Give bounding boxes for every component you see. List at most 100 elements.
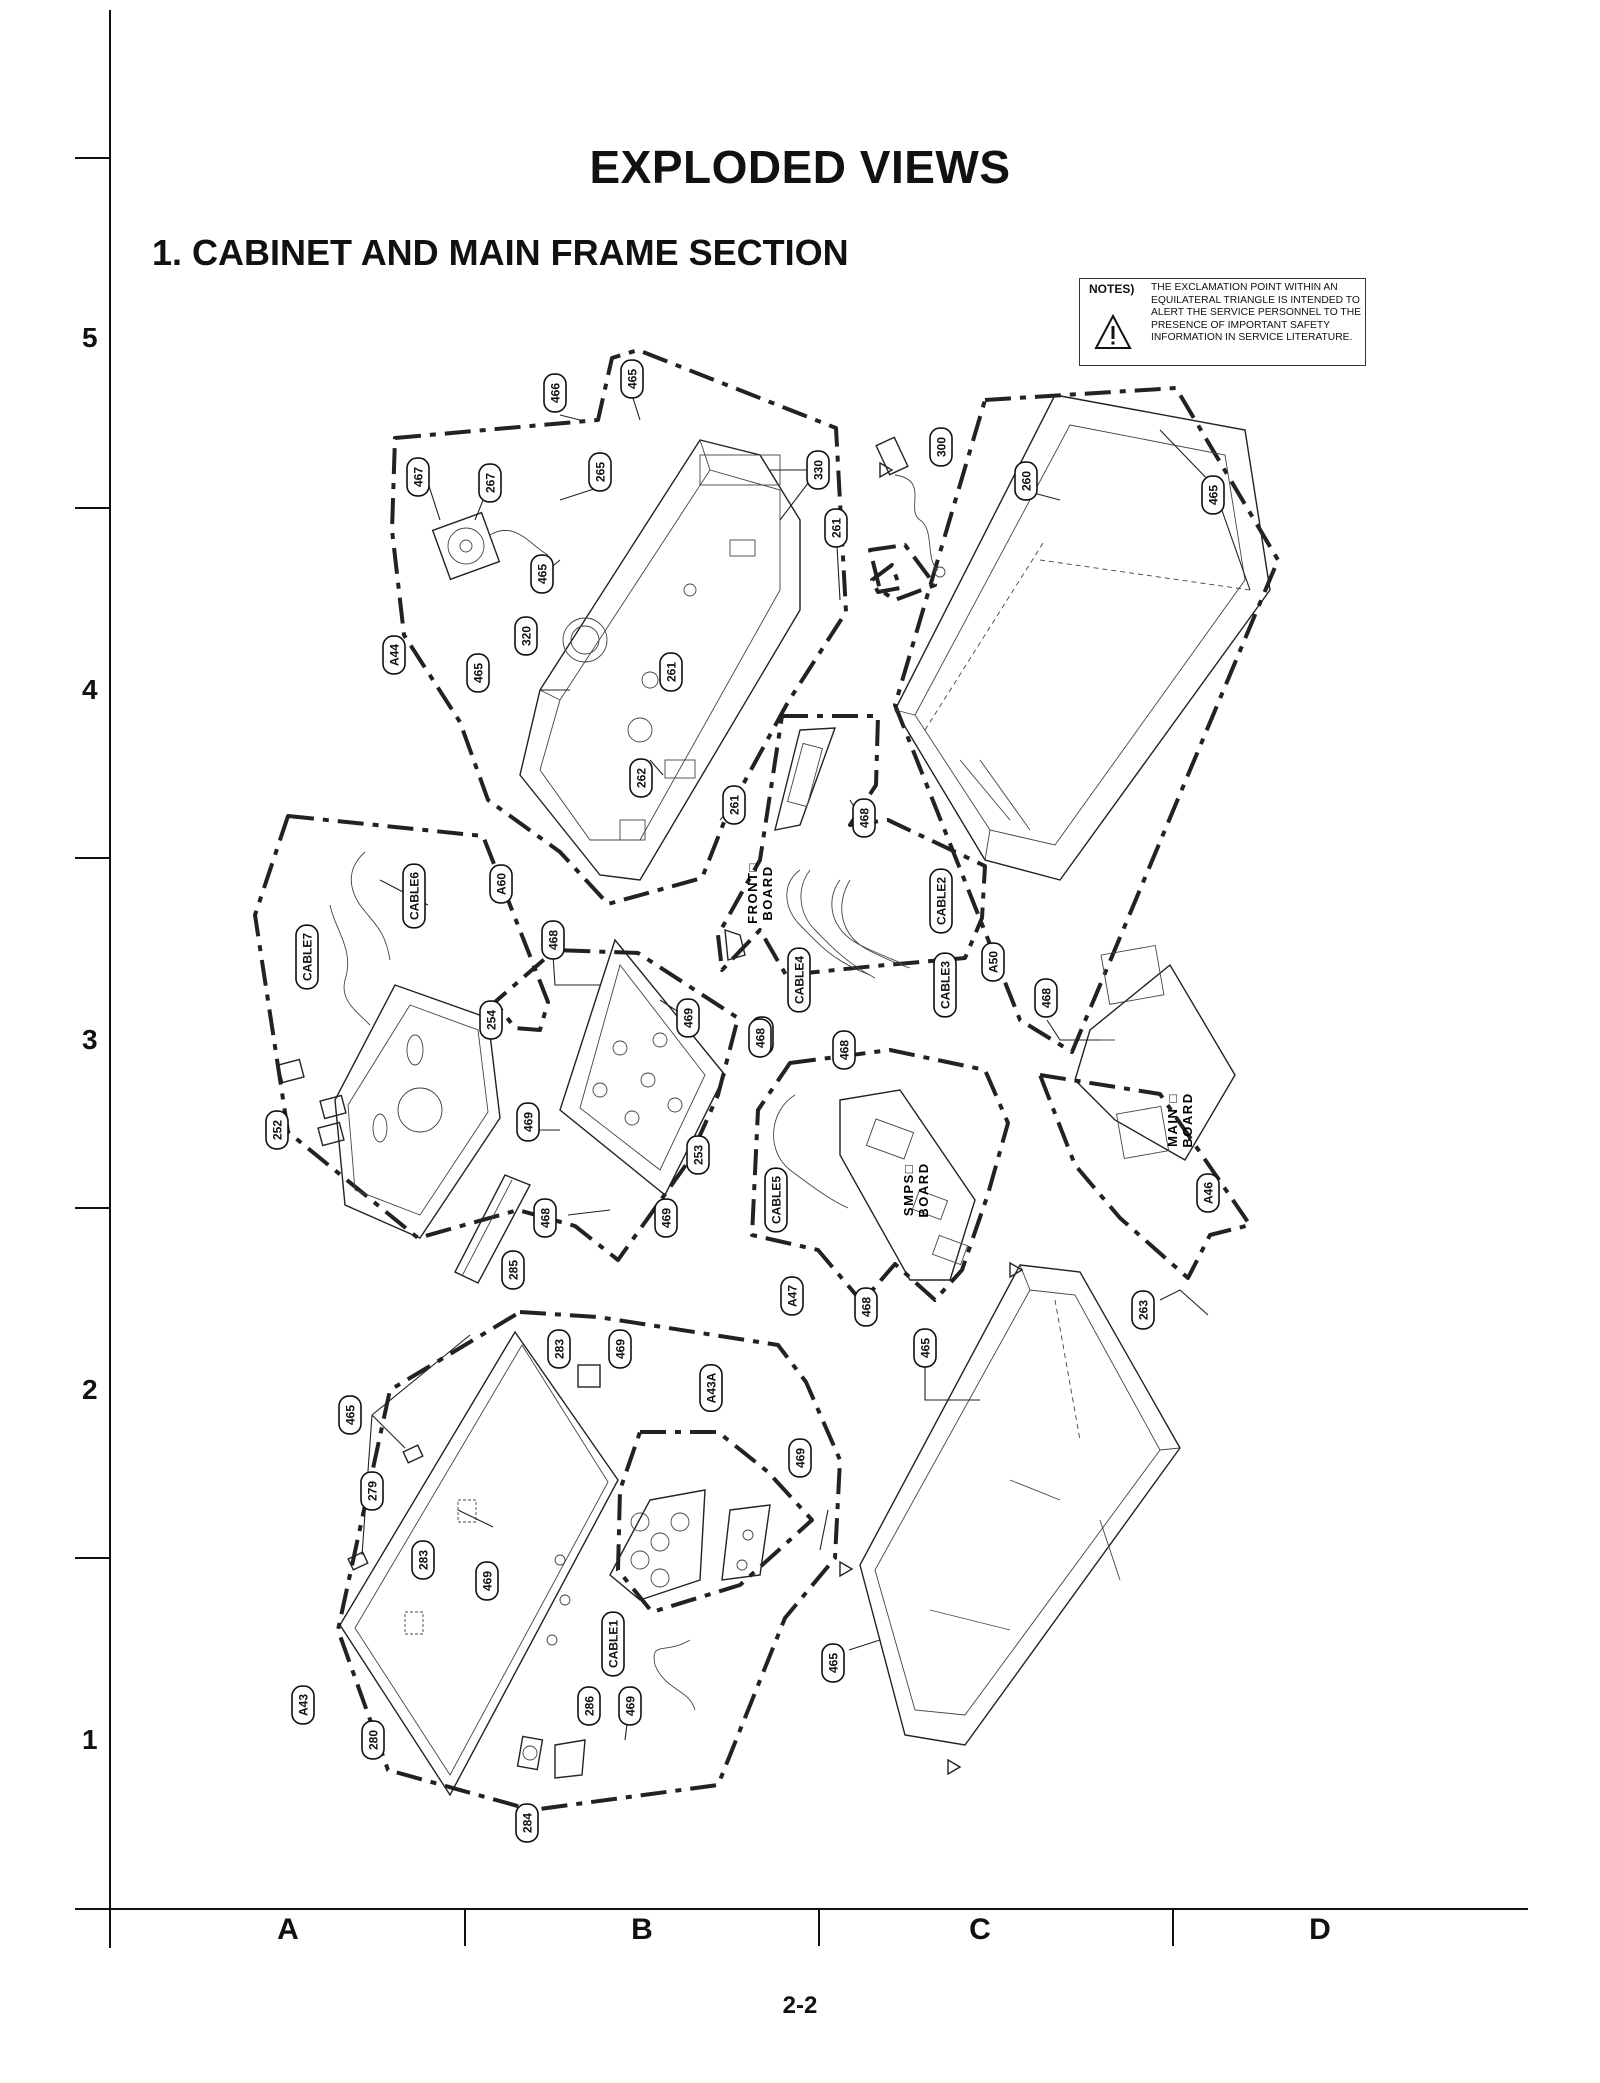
callout-469c: 469 xyxy=(654,1198,678,1238)
top-cabinet-part xyxy=(894,394,1271,881)
callout-badge xyxy=(854,1287,878,1327)
callout-badge xyxy=(629,758,653,798)
callout-280: 280 xyxy=(361,1720,385,1760)
callout-badge xyxy=(541,920,565,960)
callout-badge xyxy=(265,1110,289,1150)
callout-label: 286 xyxy=(583,1696,597,1716)
callout-label: 468 xyxy=(547,930,561,950)
warning-triangle-icon xyxy=(1094,313,1132,349)
callout-label: 285 xyxy=(507,1260,521,1280)
callout-A60: A60 xyxy=(489,864,513,904)
callout-label: 465 xyxy=(344,1405,358,1425)
callout-label: 280 xyxy=(367,1730,381,1750)
callout-465c: 465 xyxy=(466,653,490,693)
callout-label: CABLE6 xyxy=(408,872,422,920)
board-label-front: FRONT□BOARD xyxy=(745,862,775,924)
callout-label: 267 xyxy=(484,473,498,493)
warning-triangle-markers xyxy=(839,461,1024,1776)
callout-465d: 465 xyxy=(1201,475,1225,515)
callout-A43: A43 xyxy=(291,1685,315,1725)
callout-label: 283 xyxy=(417,1550,431,1570)
callout-badge xyxy=(1131,1290,1155,1330)
callout-469f: 469 xyxy=(475,1561,499,1601)
callout-label: 469 xyxy=(624,1696,638,1716)
callout-label: A43A xyxy=(705,1372,719,1403)
column-label-c: C xyxy=(969,1913,991,1946)
row-label-3: 3 xyxy=(82,1024,98,1055)
callout-label: 261 xyxy=(665,662,679,682)
callout-label: 465 xyxy=(472,663,486,683)
callout-badge xyxy=(515,1803,539,1843)
callout-badge xyxy=(676,998,700,1038)
callout-260: 260 xyxy=(1014,461,1038,501)
rear-jack-board-part xyxy=(609,1489,771,1601)
callout-label: A47 xyxy=(786,1285,800,1307)
callout-badge xyxy=(516,1102,540,1142)
bottom-cabinet-part xyxy=(859,1264,1181,1746)
callout-263: 263 xyxy=(1131,1290,1155,1330)
callout-badge xyxy=(788,1438,812,1478)
callout-465g: 465 xyxy=(821,1643,845,1683)
callout-469d: 469 xyxy=(608,1329,632,1369)
column-label-a: A xyxy=(277,1913,299,1946)
callout-267: 267 xyxy=(478,463,502,503)
smps-board-part xyxy=(839,1089,976,1281)
callout-badge xyxy=(475,1561,499,1601)
callout-465b: 465 xyxy=(530,554,554,594)
callout-CABLE2: CABLE2 xyxy=(929,868,953,934)
board-label-text: SMPS□BOARD xyxy=(901,1162,931,1217)
callout-label: 469 xyxy=(794,1448,808,1468)
callout-badge xyxy=(981,942,1005,982)
callout-badge xyxy=(1034,978,1058,1018)
main-board-part xyxy=(1074,944,1236,1161)
callout-badge xyxy=(913,1328,937,1368)
callout-label: 252 xyxy=(271,1120,285,1140)
board-label-main: MAIN □BOARD xyxy=(1165,1092,1195,1147)
row-label-2: 2 xyxy=(82,1374,98,1405)
callout-badge xyxy=(547,1329,571,1369)
small-parts xyxy=(347,1444,586,1779)
callout-badge xyxy=(588,452,612,492)
callout-badge xyxy=(360,1471,384,1511)
callout-badge xyxy=(361,1720,385,1760)
callout-badge xyxy=(654,1198,678,1238)
callout-286: 286 xyxy=(577,1686,601,1726)
column-label-d: D xyxy=(1309,1913,1331,1946)
callout-badge xyxy=(824,508,848,548)
callout-CABLE6: CABLE6 xyxy=(402,863,426,929)
power-cord-part xyxy=(875,436,946,578)
front-panel-bracket xyxy=(277,984,501,1239)
callout-label: 468 xyxy=(754,1028,768,1048)
callout-badge xyxy=(806,450,830,490)
callout-label: 261 xyxy=(728,795,742,815)
callout-CABLE3: CABLE3 xyxy=(933,952,957,1018)
callout-465f: 465 xyxy=(338,1395,362,1435)
page-frame xyxy=(75,10,1528,1948)
callout-label: A46 xyxy=(1202,1182,1216,1204)
callout-284: 284 xyxy=(515,1803,539,1843)
callout-label: CABLE3 xyxy=(939,961,953,1009)
callout-469a: 469 xyxy=(676,998,700,1038)
callout-badge xyxy=(338,1395,362,1435)
callout-469b: 469 xyxy=(516,1102,540,1142)
callout-467: 467 xyxy=(406,457,430,497)
callout-468h: 468 xyxy=(748,1018,772,1058)
callout-label: 253 xyxy=(692,1145,706,1165)
callout-label: 465 xyxy=(1207,485,1221,505)
callout-label: 265 xyxy=(594,462,608,482)
callout-badge xyxy=(832,1030,856,1070)
callout-A43A: A43A xyxy=(699,1363,723,1413)
callout-badge xyxy=(780,1276,804,1316)
callout-label: 468 xyxy=(1040,988,1054,1008)
callout-badge xyxy=(402,863,426,929)
callout-label: 469 xyxy=(522,1112,536,1132)
row-label-1: 1 xyxy=(82,1724,98,1755)
callout-badge xyxy=(852,798,876,838)
callout-badge xyxy=(514,616,538,656)
callout-468b: 468 xyxy=(541,920,565,960)
cable-parts xyxy=(329,851,911,1711)
callout-badge xyxy=(787,947,811,1013)
callout-badge xyxy=(722,785,746,825)
